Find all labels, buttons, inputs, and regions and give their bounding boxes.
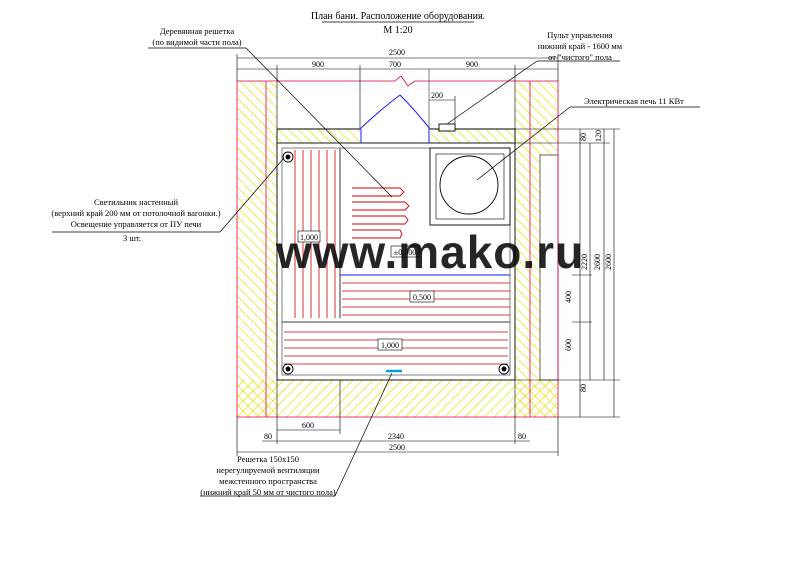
right-dimensions bbox=[515, 128, 620, 418]
vent-label: Решетка 150х150 нерегулируемой вентиляци… bbox=[200, 454, 336, 497]
wooden-grating bbox=[352, 187, 410, 239]
dim-right-600: 600 bbox=[564, 339, 573, 351]
lamp-label: Светильник настенный (верхний край 200 м… bbox=[51, 197, 220, 243]
dim-right-bottom-80: 80 bbox=[579, 384, 588, 392]
outer-walls bbox=[237, 81, 559, 417]
vent-label-line4: (нижний край 50 мм от чистого пола) bbox=[200, 487, 336, 497]
vent-label-line1: Решетка 150х150 bbox=[237, 454, 299, 464]
panel-label-line1: Пульт управления bbox=[547, 30, 612, 40]
dim-right-top-120: 120 bbox=[594, 130, 603, 142]
level-upper-shelf: 1,000 bbox=[300, 233, 318, 242]
heater-label: Электрическая печь 11 КВт bbox=[584, 96, 684, 106]
dim-bottom-mid: 2340 bbox=[388, 432, 404, 441]
dim-bottom-segment: 600 bbox=[302, 421, 314, 430]
control-panel bbox=[438, 123, 456, 132]
dim-top-left: 900 bbox=[312, 60, 324, 69]
right-dimension-labels: 80 120 2220 2600 2600 400 600 80 bbox=[564, 130, 613, 392]
dim-door-offset: 200 bbox=[431, 91, 443, 100]
dim-top-right: 900 bbox=[466, 60, 478, 69]
dim-top-total: 2500 bbox=[389, 48, 405, 57]
watermark-text: www.mako.ru bbox=[275, 226, 584, 278]
dim-right-top-80: 80 bbox=[579, 133, 588, 141]
lamp-label-line3: Освещение управляется от ПУ печи bbox=[71, 219, 202, 229]
level-labels: 1,000 ±0,000 0,500 1,000 bbox=[297, 230, 435, 351]
grating-label: Деревянная решетка (по видимой части пол… bbox=[152, 26, 241, 47]
panel-label: Пульт управления нижний край - 1600 мм о… bbox=[538, 30, 623, 62]
dim-right-2600-outer: 2600 bbox=[604, 254, 613, 270]
lamp-label-line4: 3 шт. bbox=[123, 233, 141, 243]
top-dimensions bbox=[236, 54, 559, 129]
dim-bottom-right: 80 bbox=[518, 432, 526, 441]
door-swing bbox=[359, 94, 431, 143]
bottom-dimensions bbox=[236, 380, 559, 456]
dim-right-2600: 2600 bbox=[593, 254, 602, 270]
grating-label-line2: (по видимой части пола) bbox=[152, 37, 241, 47]
plan-title: План бани. Расположение оборудования. bbox=[311, 11, 485, 22]
lamps bbox=[282, 151, 510, 375]
dim-bottom-total: 2500 bbox=[389, 443, 405, 452]
heater bbox=[429, 147, 511, 226]
dim-right-2220: 2220 bbox=[580, 254, 589, 270]
lamp-label-line1: Светильник настенный bbox=[94, 197, 179, 207]
level-lower-shelf: 1,000 bbox=[381, 341, 399, 350]
vent-label-line3: межстенного пространства bbox=[219, 476, 317, 486]
vent-label-line2: нерегулируемой вентиляции bbox=[216, 465, 320, 475]
dim-bottom-left: 80 bbox=[264, 432, 272, 441]
lamp-label-line2: (верхний край 200 мм от потолочной вагон… bbox=[51, 208, 220, 218]
plan-scale: М 1:20 bbox=[383, 25, 412, 36]
level-step: 0,500 bbox=[413, 293, 431, 302]
leader-lines bbox=[52, 47, 700, 497]
grating-label-line1: Деревянная решетка bbox=[160, 26, 234, 36]
panel-label-line3: от "чистого" пола bbox=[548, 52, 612, 62]
level-floor: ±0,000 bbox=[394, 248, 416, 257]
dim-right-400: 400 bbox=[564, 291, 573, 303]
dim-top-mid: 700 bbox=[389, 60, 401, 69]
panel-label-line2: нижний край - 1600 мм bbox=[538, 41, 623, 51]
